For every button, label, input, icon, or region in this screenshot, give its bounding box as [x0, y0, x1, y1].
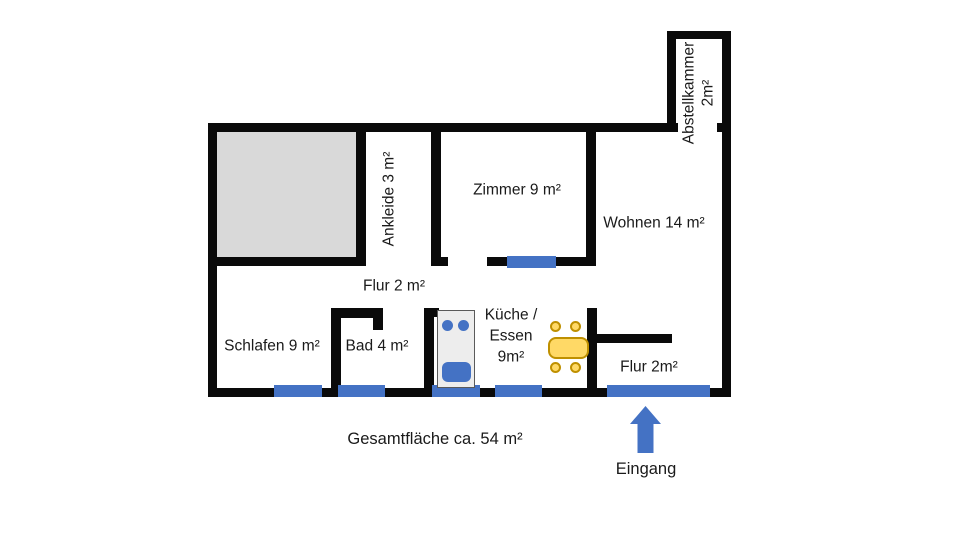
chair-icon [570, 362, 581, 373]
entrance-arrow-icon [630, 406, 661, 453]
chair-icon [570, 321, 581, 332]
room-label-kueche: Küche / Essen 9m² [485, 305, 538, 368]
wall [667, 31, 676, 132]
wall [431, 132, 441, 266]
door-marker-zimmer [507, 256, 556, 268]
wall [587, 308, 597, 397]
room-label-zimmer: Zimmer 9 m² [473, 181, 561, 199]
gray-room-fill [217, 132, 356, 257]
wall [667, 31, 731, 39]
room-label-abstellkammer: Abstellkammer 2m² [680, 42, 717, 145]
wall [331, 308, 383, 318]
chair-icon [550, 321, 561, 332]
room-label-kueche-line3: 9m² [497, 348, 525, 366]
room-label-kueche-line2: Essen [489, 327, 533, 345]
room-label-abstellkammer-line1: Abstellkammer [680, 41, 698, 145]
room-label-wohnen: Wohnen 14 m² [603, 214, 705, 232]
wall [424, 308, 439, 317]
wall [208, 257, 366, 266]
wall [424, 308, 434, 397]
room-label-flur-mitte: Flur 2 m² [363, 277, 425, 295]
wall [586, 132, 596, 266]
total-area-text: Gesamtfläche ca. 54 m² [347, 430, 523, 449]
window-marker-bad [338, 385, 385, 397]
room-label-schlafen: Schlafen 9 m² [224, 337, 320, 355]
entrance-text: Eingang [615, 460, 677, 479]
room-label-ankleide: Ankleide 3 m² [380, 151, 398, 247]
room-label-flur-eingang: Flur 2m² [620, 358, 678, 376]
stove-burner-icon [458, 320, 469, 331]
room-label-bad: Bad 4 m² [345, 337, 409, 355]
window-marker-kueche-right [495, 385, 542, 397]
window-marker-schlafen [274, 385, 322, 397]
wall [208, 123, 678, 132]
stove-burner-icon [442, 320, 453, 331]
room-label-kueche-line1: Küche / [484, 306, 538, 324]
dining-table [548, 337, 589, 359]
wall [331, 308, 341, 397]
wall [356, 132, 366, 266]
room-label-abstellkammer-line2: 2m² [699, 79, 716, 107]
kitchen-sink-icon [442, 362, 471, 382]
chair-icon [550, 362, 561, 373]
window-marker-kueche-left [432, 385, 480, 397]
entrance-door-marker [607, 385, 710, 397]
wall [373, 308, 383, 330]
wall [431, 257, 448, 266]
wall [722, 31, 731, 397]
wall [597, 334, 672, 343]
